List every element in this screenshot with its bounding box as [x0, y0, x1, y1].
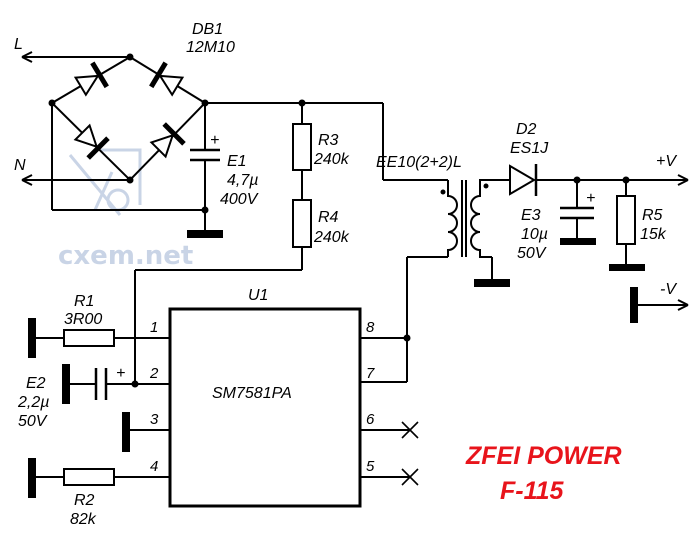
negative-output: -V [630, 281, 689, 323]
pin8-node [403, 334, 411, 342]
negative-output-label: -V [660, 281, 677, 298]
d2-ref: D2 [516, 121, 537, 138]
secondary-phase-dot [483, 183, 489, 189]
u1-ref: U1 [248, 287, 268, 304]
transformer: EE10(2+2)L [376, 154, 510, 382]
resistor-r3: R3 240k [292, 103, 350, 200]
positive-output-label: +V [656, 153, 677, 170]
e3-value: 10µ [521, 226, 548, 243]
r2-ref: R2 [74, 492, 95, 509]
u1-pin-4-label: 4 [150, 458, 158, 475]
resistor-r2: R2 82k [28, 458, 170, 528]
capacitor-e1: + E1 4,7µ 400V [190, 103, 259, 210]
u1-pin-7-label: 7 [366, 365, 375, 382]
brand-title: ZFEI POWER [465, 442, 622, 470]
e2-ref: E2 [26, 375, 46, 392]
transformer-secondary-winding [470, 179, 492, 258]
u1-part: SM7581PA [212, 385, 292, 402]
r2-body [63, 468, 115, 486]
e1-value: 4,7µ [227, 172, 258, 189]
ground-symbol-pin3-icon [122, 412, 130, 452]
ground-symbol-r5-icon [609, 264, 645, 271]
u1-pin-1-label: 1 [150, 319, 158, 336]
diode-d2: D2 ES1J [492, 121, 549, 196]
r1-ref: R1 [74, 293, 94, 310]
d2-part: ES1J [510, 140, 549, 157]
bridge-rectifier: DB1 12M10 [48, 21, 235, 184]
u1-pin-3-label: 3 [150, 411, 159, 428]
r3-ref: R3 [318, 132, 339, 149]
bridge-diode-2-icon [149, 61, 185, 97]
watermark-text: cxem.net [58, 241, 193, 271]
bridge-diode-1-icon [73, 61, 109, 97]
positive-arrow-icon [677, 174, 689, 186]
neutral-arrow-icon [21, 174, 33, 186]
ground-symbol-e1-icon [187, 230, 223, 238]
resistor-r4: R4 240k [134, 199, 350, 382]
input-terminals: L N [14, 36, 130, 186]
resistor-r1: R1 3R00 [28, 293, 170, 358]
ground-symbol-e2-icon [62, 364, 70, 404]
neutral-label: N [14, 157, 26, 174]
r3-body [292, 123, 312, 171]
brand-model: F-115 [500, 477, 565, 505]
capacitor-e3: + E3 10µ 50V [517, 180, 596, 262]
bridge-diode-3-icon [73, 123, 110, 160]
transformer-primary-winding [447, 180, 458, 257]
r5-value: 15k [640, 226, 667, 243]
e2-value: 2,2µ [17, 394, 49, 411]
negative-terminal-bar-icon [630, 287, 638, 323]
r4-ref: R4 [318, 209, 339, 226]
u1-pin-8-label: 8 [366, 319, 375, 336]
r5-ref: R5 [642, 207, 663, 224]
primary-phase-dot [440, 189, 446, 195]
r1-body [63, 329, 115, 347]
u1-pin-5-label: 5 [366, 458, 375, 475]
e3-ref: E3 [521, 207, 541, 224]
e3-voltage: 50V [517, 245, 547, 262]
e2-voltage: 50V [18, 413, 48, 430]
capacitor-e2: + E2 2,2µ 50V [17, 364, 170, 430]
r1-value: 3R00 [64, 311, 102, 328]
bridge-ref: DB1 [192, 21, 223, 38]
e1-polarity: + [210, 132, 219, 149]
pin2-node [131, 380, 139, 388]
line-arrow-icon [21, 51, 33, 63]
pin5-no-connect-icon [401, 468, 419, 486]
ic-u1: U1 SM7581PA 1 2 3 4 5 6 7 8 [149, 287, 375, 508]
ground-symbol-e3-icon [560, 238, 596, 245]
e1-voltage: 400V [220, 191, 259, 208]
ground-symbol-secondary-icon [474, 279, 510, 287]
e3-polarity: + [586, 190, 595, 207]
r4-body [292, 199, 312, 248]
u1-body [168, 307, 362, 508]
line-label: L [14, 36, 23, 53]
pin6-no-connect-icon [401, 421, 419, 439]
r5-body [616, 195, 636, 245]
r4-value: 240k [313, 229, 350, 246]
r2-value: 82k [70, 511, 97, 528]
bridge-diode-4-icon [149, 122, 186, 159]
r3-value: 240k [313, 151, 350, 168]
transformer-label: EE10(2+2)L [376, 154, 462, 171]
u1-pin-6-label: 6 [366, 411, 375, 428]
negative-arrow-icon [677, 299, 689, 311]
e2-polarity: + [116, 365, 125, 382]
ground-symbol-r2-icon [28, 458, 36, 498]
e1-ref: E1 [227, 153, 247, 170]
d2-triangle-icon [509, 164, 536, 196]
bridge-part: 12M10 [186, 39, 235, 56]
bridge-node-top [126, 53, 134, 61]
bridge-node-bottom [126, 176, 134, 184]
ground-symbol-r1-icon [28, 318, 36, 358]
watermark: cxem.net [58, 148, 193, 271]
resistor-r5: R5 15k [609, 180, 667, 271]
u1-pin-2-label: 2 [149, 365, 159, 382]
